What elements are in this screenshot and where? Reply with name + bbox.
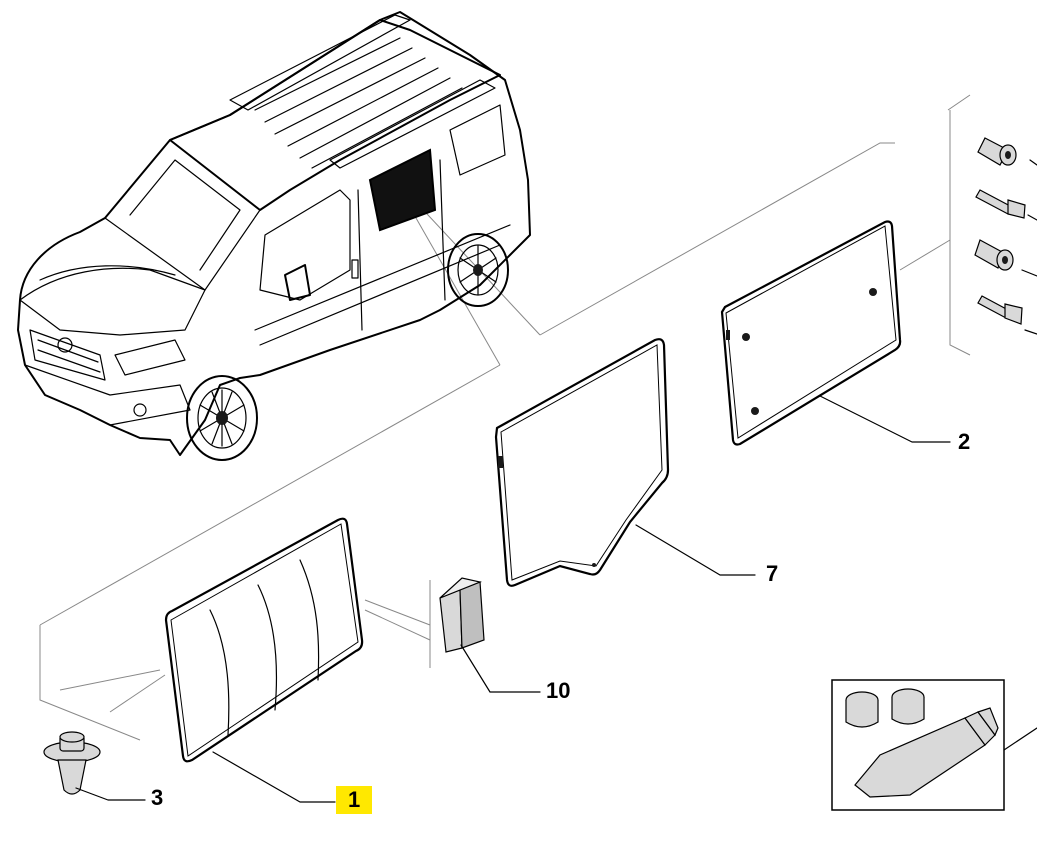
callout-7: 7 bbox=[766, 561, 779, 586]
callout-10: 10 bbox=[546, 678, 571, 703]
leader-lines bbox=[75, 395, 951, 803]
screw-kit bbox=[974, 137, 1037, 335]
guide-lines bbox=[39, 94, 971, 741]
callout-3: 3 bbox=[151, 785, 164, 810]
glass-panel-2 bbox=[720, 220, 902, 446]
glass-panel-7 bbox=[494, 338, 670, 587]
glass-panel-1 bbox=[164, 517, 364, 763]
van-illustration bbox=[17, 11, 531, 461]
callout-1[interactable]: 1 bbox=[336, 786, 373, 814]
callout-2: 2 bbox=[958, 429, 971, 454]
adhesive-kit bbox=[831, 679, 1037, 811]
seal-block-10 bbox=[439, 577, 485, 653]
clip-fastener-3 bbox=[43, 731, 101, 795]
sliding-window-highlight bbox=[368, 148, 437, 232]
